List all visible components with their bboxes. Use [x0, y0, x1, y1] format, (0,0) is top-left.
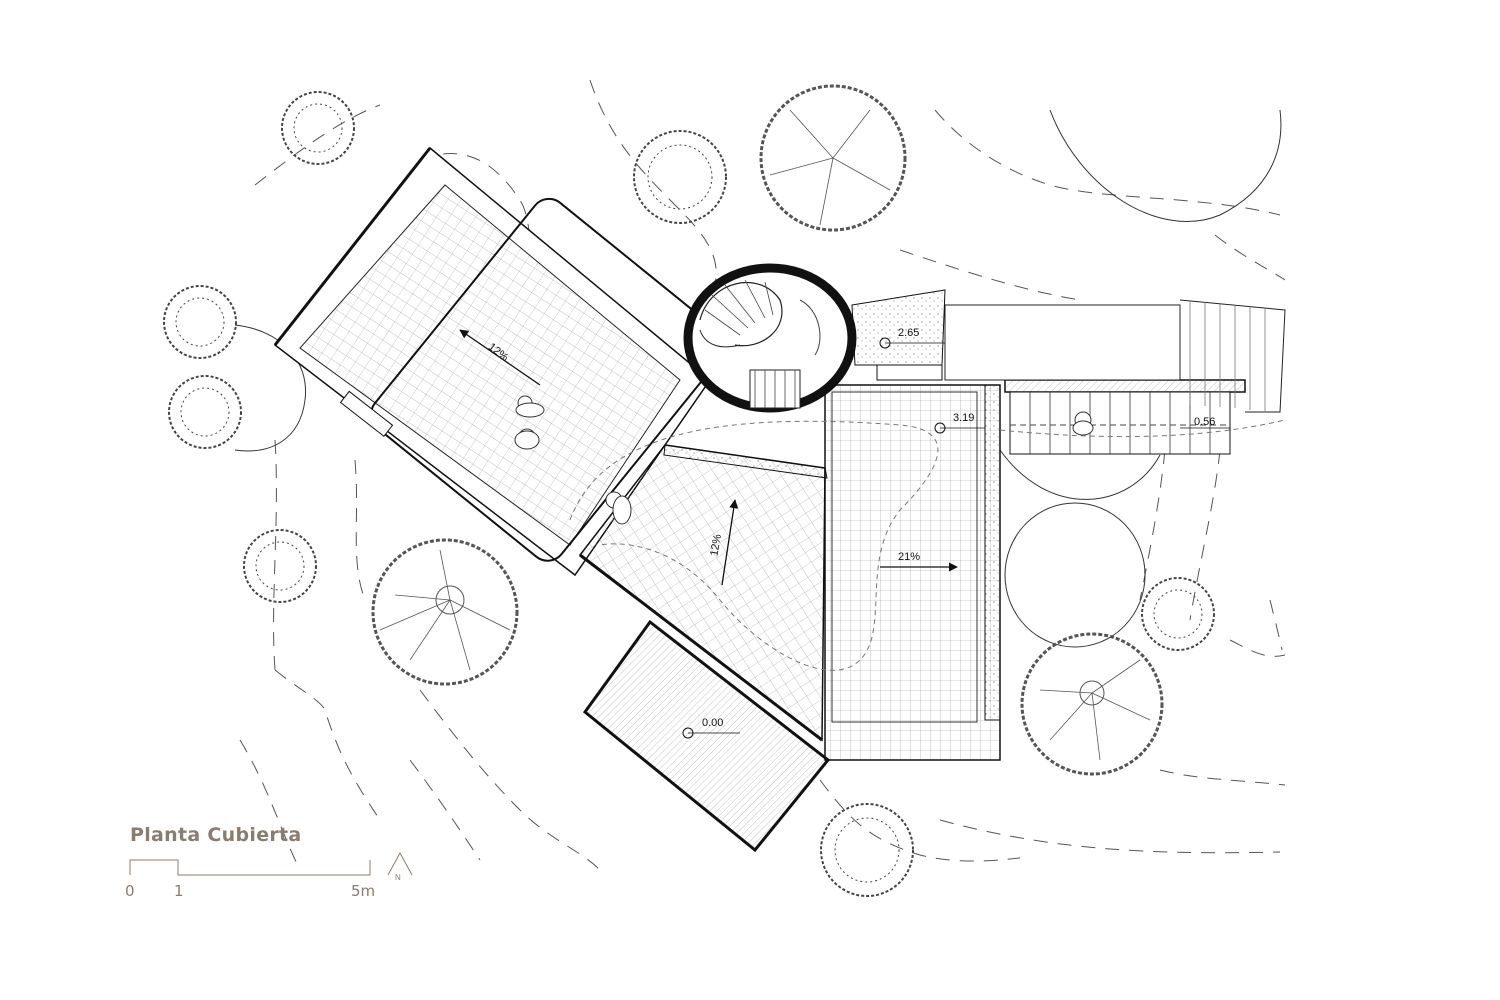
north-arrow: N: [387, 851, 413, 882]
scale-bar: [129, 859, 371, 876]
level-marker-1: 2.65: [879, 327, 945, 349]
roof-plate-lower: [582, 619, 831, 853]
terrain-arc-left: [234, 324, 307, 452]
svg-text:0.00: 0.00: [702, 717, 723, 729]
scale-label-0: 0: [125, 882, 135, 900]
stair-east: [944, 299, 1286, 455]
tree-canopy-2: [371, 538, 519, 686]
terrain-oval: [1004, 502, 1146, 648]
tree-bush-6: [1141, 577, 1215, 651]
terrain-arc: [1049, 109, 1282, 222]
level-marker-4: 0.00: [682, 717, 740, 739]
svg-text:N: N: [395, 873, 401, 882]
level-marker-3: 0.56: [1180, 416, 1230, 429]
walking-path-east: [999, 419, 1286, 438]
level-marker-2: 3.19: [934, 412, 985, 434]
tree-bush-3: [168, 375, 242, 449]
scale-label-1: 1: [174, 882, 184, 900]
walking-path: [569, 420, 939, 671]
tree-bush-7: [820, 803, 914, 897]
slope-arrow-2: [721, 499, 739, 586]
tree-bush-1: [281, 91, 355, 165]
tree-canopy-3: [1020, 632, 1164, 776]
drawing-title: Planta Cubierta: [130, 824, 302, 846]
threshold: [876, 364, 943, 381]
svg-text:3.19: 3.19: [953, 412, 974, 424]
terrain-arc-right: [999, 449, 1161, 500]
scale-label-5m: 5m: [351, 882, 376, 900]
tree-canopy-1: [759, 84, 907, 232]
person-figure-1: [515, 395, 545, 418]
tree-bush-2: [163, 285, 237, 359]
slope-label-2: 12%: [708, 533, 724, 557]
person-figure-2: [514, 428, 540, 450]
slope-label-3: 21%: [898, 551, 920, 563]
roof-plate-right: [824, 384, 1001, 761]
person-figure-3: [605, 491, 632, 525]
person-figure-4: [1072, 411, 1094, 436]
slope-arrow-1: [459, 329, 541, 386]
tree-bush-5: [633, 130, 727, 224]
svg-text:0.56: 0.56: [1194, 416, 1215, 428]
tree-bush-4: [243, 529, 317, 603]
spiral-stair: [683, 263, 857, 413]
roof-plate-main: [273, 146, 727, 577]
svg-text:2.65: 2.65: [898, 327, 919, 339]
